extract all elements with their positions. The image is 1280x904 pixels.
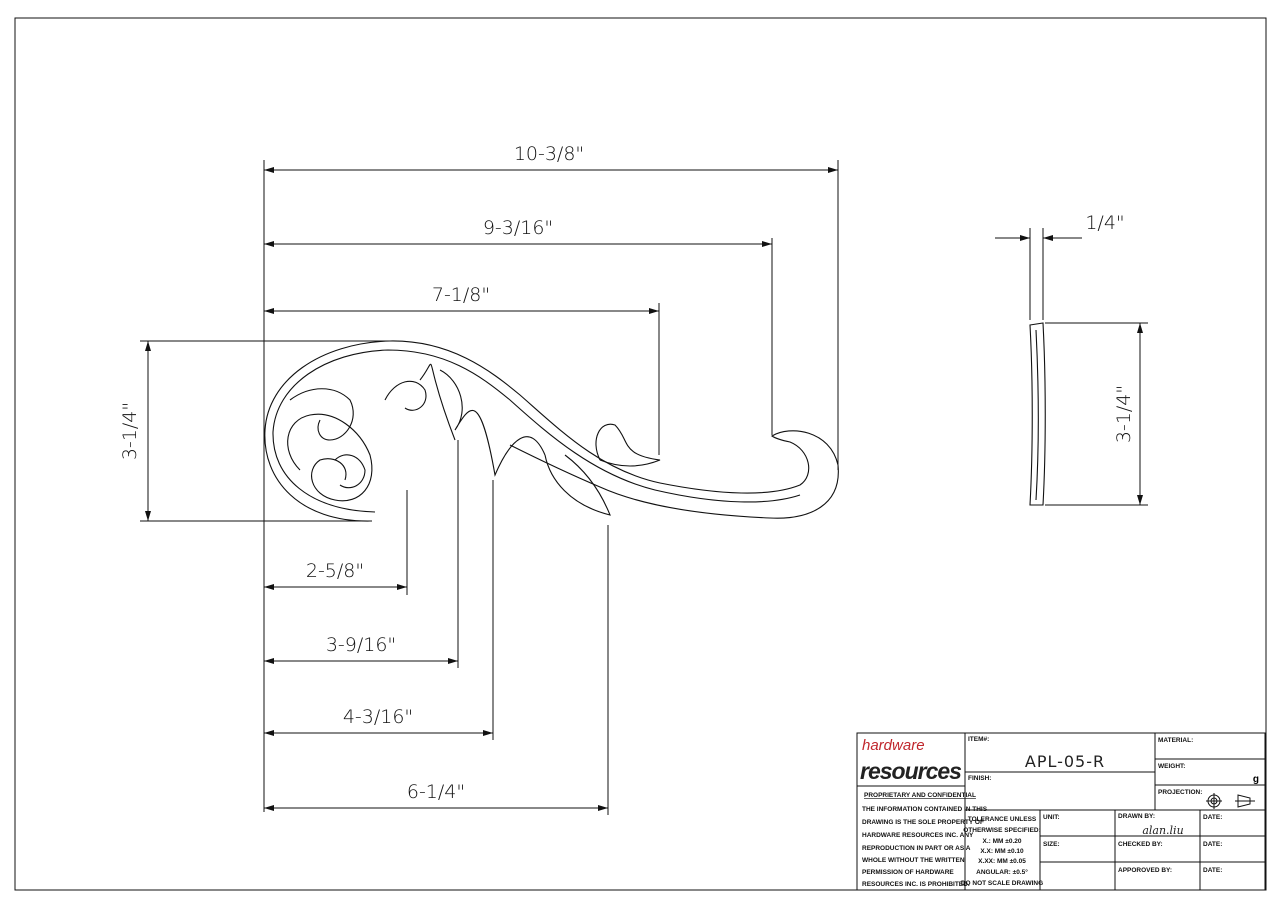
weight-unit: g (1253, 774, 1259, 785)
proprietary-line: RESOURCES INC. IS PROHIBITED. (862, 881, 970, 888)
tolerance-line: X.X: MM ±0.10 (980, 848, 1024, 855)
dim-overall-width: 10-3/8" (514, 143, 584, 165)
tolerance-line: DO NOT SCALE DRAWING (961, 880, 1043, 887)
proprietary-line: THE INFORMATION CONTAINED IN THIS (862, 806, 988, 813)
tolerance-line: OTHERWISE SPECIFIED: (963, 827, 1041, 834)
applique-front-view (264, 340, 839, 522)
logo-resources: resources (860, 758, 961, 784)
applique-side-view: 1/4" 3-1/4" (995, 212, 1148, 506)
dim-side-thickness: 1/4" (1085, 212, 1124, 234)
drawn-date-label: DATE: (1203, 814, 1222, 821)
drawn-by-signature: alan.liu (1142, 824, 1183, 837)
front-dimensions: 10-3/8" 9-3/16" 7-1/8" 3-1/4" 2-5/8" 3-9… (119, 143, 839, 815)
finish-label: FINISH: (968, 775, 991, 782)
dim-width-6: 4-3/16" (343, 706, 413, 728)
tolerance-line: X.XX: MM ±0.05 (978, 858, 1026, 865)
dim-width-2: 9-3/16" (483, 217, 553, 239)
checked-date-label: DATE: (1203, 841, 1222, 848)
proprietary-line: WHOLE WITHOUT THE WRITTEN (862, 857, 965, 864)
dim-width-7: 6-1/4" (407, 781, 465, 803)
proprietary-heading: PROPRIETARY AND CONFIDENTIAL (864, 792, 976, 799)
material-label: MATERIAL: (1158, 737, 1193, 744)
dim-width-4: 2-5/8" (306, 560, 364, 582)
projection-label: PROJECTION: (1158, 789, 1202, 796)
dim-width-3: 7-1/8" (432, 284, 490, 306)
proprietary-line: REPRODUCTION IN PART OR AS A (862, 845, 971, 852)
proprietary-line: DRAWING IS THE SOLE PROPERTY OF (862, 819, 984, 826)
approved-date-label: DATE: (1203, 867, 1222, 874)
proprietary-line: PERMISSION OF HARDWARE (862, 869, 954, 876)
tolerance-line: TOLERANCE UNLESS (968, 816, 1037, 823)
dim-width-5: 3-9/16" (326, 634, 396, 656)
item-value: APL-05-R (1025, 752, 1105, 771)
tolerance-line: ANGULAR: ±0.5° (976, 868, 1028, 876)
dim-side-height: 3-1/4" (1113, 385, 1135, 443)
proprietary-line: HARDWARE RESOURCES INC. ANY (862, 832, 974, 839)
dim-height: 3-1/4" (119, 402, 141, 460)
weight-label: WEIGHT: (1158, 763, 1185, 770)
drawing-frame (14, 17, 1267, 891)
checked-by-label: CHECKED BY: (1118, 841, 1163, 848)
title-block: hardware resources PROPRIETARY AND CONFI… (856, 732, 1266, 891)
item-label: ITEM#: (968, 736, 989, 743)
projection-cone-icon (1235, 794, 1255, 808)
size-label: SIZE: (1043, 841, 1060, 848)
projection-circle-icon (1206, 793, 1222, 809)
logo-hardware: hardware (862, 737, 925, 754)
tolerance-line: X.: MM ±0.20 (983, 838, 1022, 845)
approved-by-label: APPOROVED BY: (1118, 867, 1172, 874)
drawn-by-label: DRAWN BY: (1118, 813, 1155, 820)
unit-label: UNIT: (1043, 814, 1060, 821)
